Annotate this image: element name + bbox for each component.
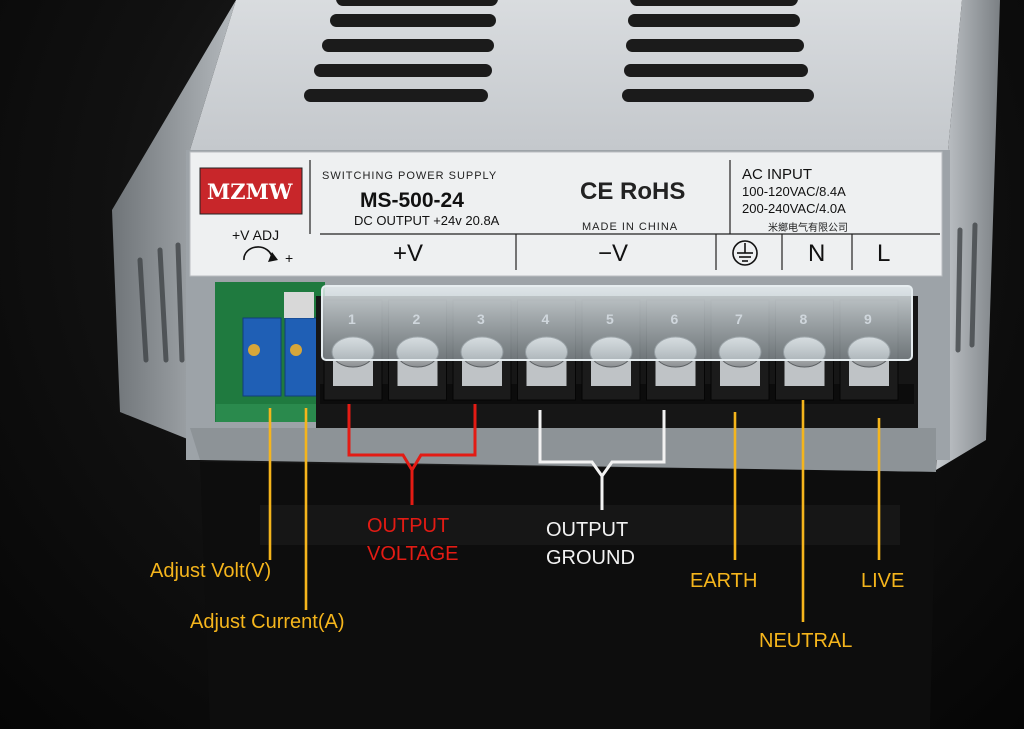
vent-slots [304,0,814,102]
brand-box [199,167,303,215]
case-right-side [936,0,1000,470]
output-ground-annotation: OUTPUT GROUND [546,519,635,569]
terminal-number: 2 [412,311,421,327]
terminal-number: 3 [477,311,485,327]
product-type-text: SWITCHING POWER SUPPLY [322,170,498,182]
v-adj-label: +V ADJ [232,227,280,243]
manufacturer-name: 米鄉电气有限公司 [768,223,848,234]
dc-output-spec: DC OUTPUT +24v 20.8A [354,213,500,228]
label-sticker [189,151,943,277]
adj-plus-sign: + [285,250,294,266]
live-annotation: LIVE [861,570,905,592]
terminal-label-plus-v: +V [393,240,424,267]
case-top [190,0,962,150]
made-in-text: MADE IN CHINA [582,221,679,233]
adjust-volt-annotation: Adjust Volt(V) [150,560,272,582]
volt-potentiometer [242,317,282,397]
adjust-current-annotation: Adjust Current(A) [190,611,345,633]
model-number: MS-500-24 [360,189,464,212]
output-voltage-annotation: OUTPUT VOLTAGE [367,515,459,565]
ac-input-title: AC INPUT [742,166,813,183]
adj-arrow-icon [243,246,273,261]
neutral-annotation: NEUTRAL [759,630,853,652]
terminal-number: 4 [541,311,550,327]
terminal-number: 1 [348,311,356,327]
earth-symbol-icon [732,240,758,266]
terminal-number: 7 [735,311,743,327]
terminal-label-minus-v: −V [598,240,629,267]
earth-annotation: EARTH [690,570,758,592]
terminal-number: 6 [670,311,679,327]
output-voltage-bracket [347,404,477,505]
brand-logo: MZMW [207,179,293,204]
clear-terminal-cover [321,285,913,361]
ac-input-line2: 200-240VAC/4.0A [742,201,846,216]
terminal-label-live: L [877,240,891,267]
terminal-number: 5 [606,311,614,327]
terminal-number: 8 [799,311,808,327]
case-bottom-lip [190,428,936,472]
certifications-mark: CE RoHS [580,178,686,205]
output-ground-bracket [538,410,666,510]
current-potentiometer [284,317,322,397]
ac-input-line1: 100-120VAC/8.4A [742,184,846,199]
terminal-label-neutral: N [808,240,826,267]
terminal-number: 9 [864,311,872,327]
